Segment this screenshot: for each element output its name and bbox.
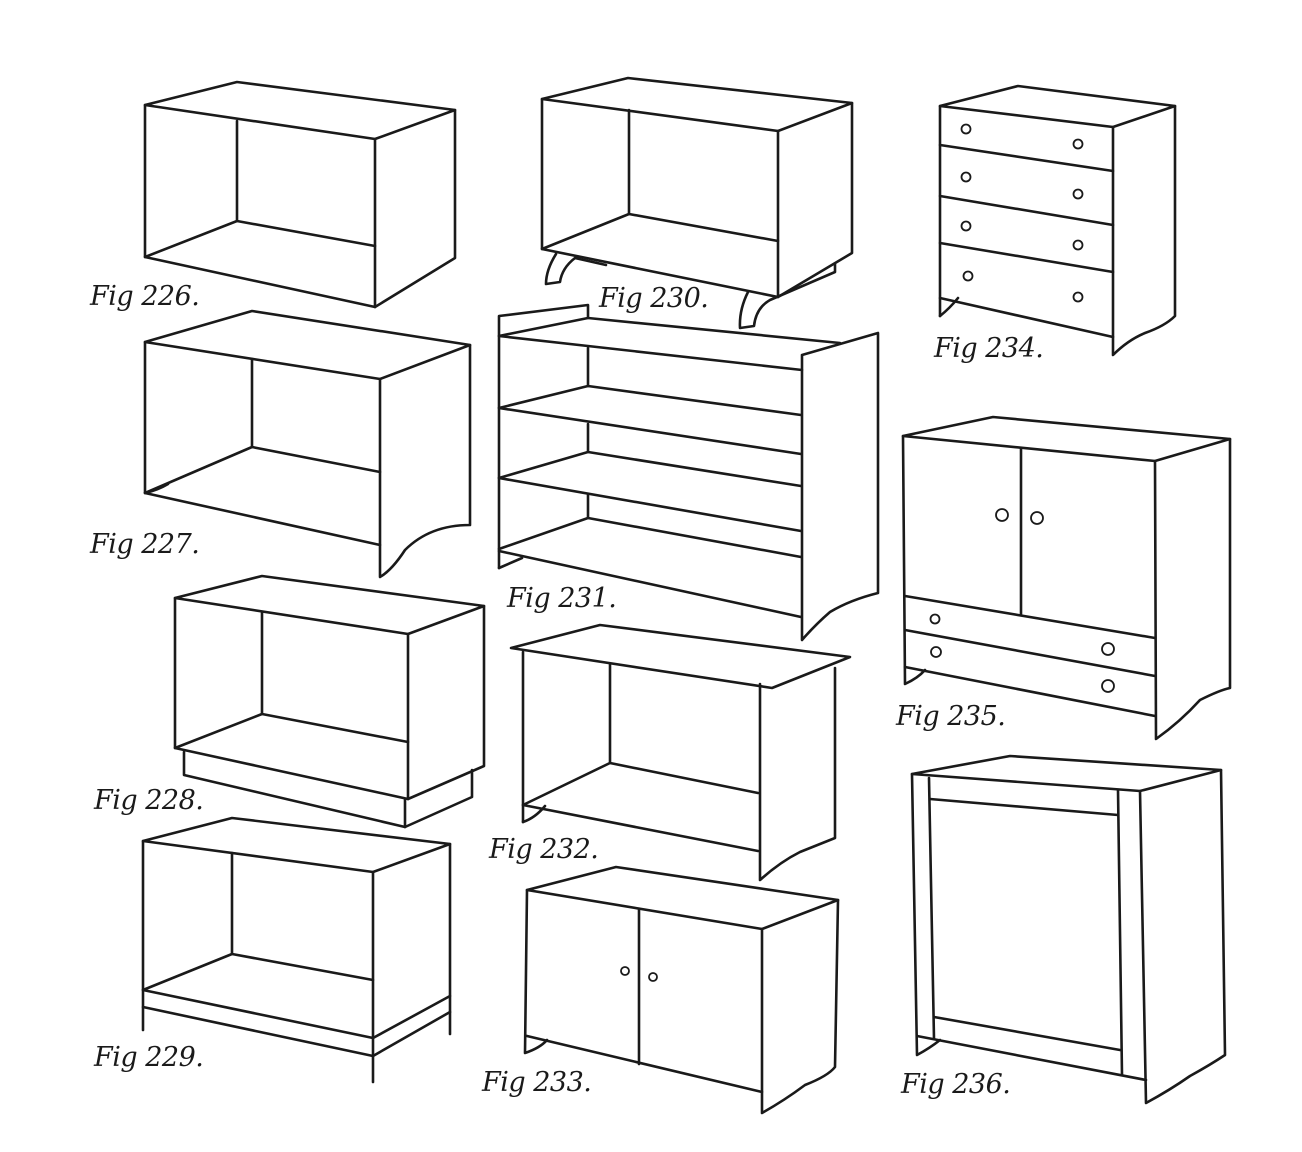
figure-232-drawing: [509, 623, 852, 882]
figure-229-drawing: [141, 816, 452, 1084]
figure-caption-229: Fig 229.: [94, 1042, 204, 1073]
figure-227-drawing: [143, 309, 472, 579]
figure-caption-230: Fig 230.: [599, 283, 709, 314]
figure-234-drawing: [938, 84, 1177, 357]
figure-235-drawing: [901, 415, 1232, 741]
figure-caption-228: Fig 228.: [94, 785, 204, 816]
figure-caption-231: Fig 231.: [507, 583, 617, 614]
figure-caption-236: Fig 236.: [901, 1069, 1011, 1100]
figure-caption-227: Fig 227.: [90, 529, 200, 560]
figure-233-drawing: [523, 865, 840, 1115]
figure-230-drawing: [540, 76, 854, 330]
figure-caption-235: Fig 235.: [896, 701, 1006, 732]
figure-236-drawing: [910, 754, 1227, 1105]
figure-caption-232: Fig 232.: [489, 834, 599, 865]
figure-caption-226: Fig 226.: [90, 281, 200, 312]
figure-226-drawing: [143, 80, 457, 309]
figure-228-drawing: [173, 574, 486, 829]
figure-caption-233: Fig 233.: [482, 1067, 592, 1098]
figure-caption-234: Fig 234.: [934, 333, 1044, 364]
figure-231-drawing: [497, 303, 880, 642]
